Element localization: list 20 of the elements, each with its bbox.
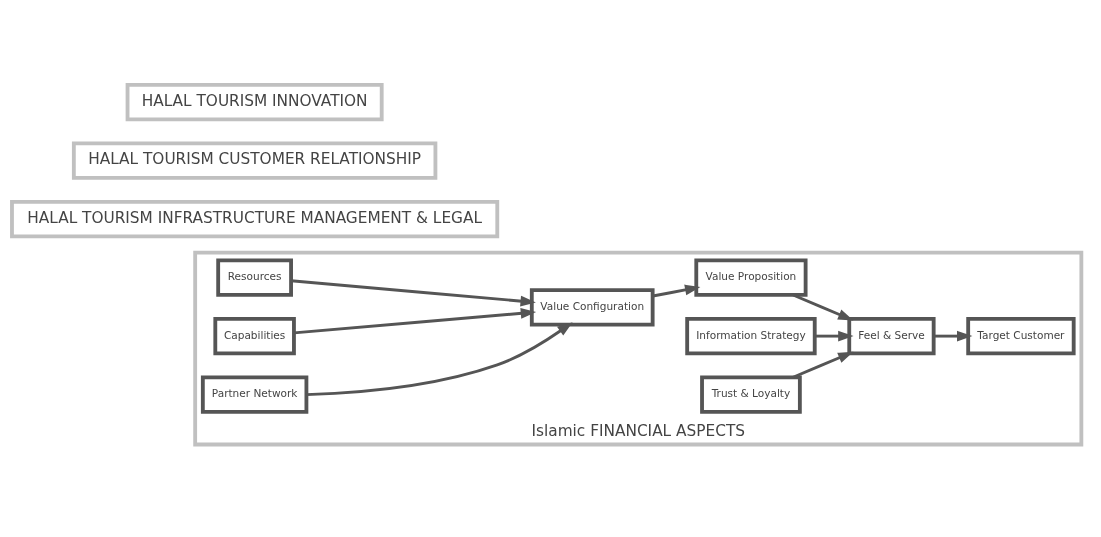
node-box: Trust & Loyalty: [700, 375, 802, 414]
arrow: [293, 308, 537, 335]
arrow: [291, 279, 536, 307]
arrow: [792, 351, 854, 379]
node-box: Resources: [216, 258, 293, 297]
node-box: Target Customer: [966, 316, 1076, 356]
arrow: [933, 330, 973, 342]
node-box: Partner Network: [200, 375, 309, 414]
arrow: [306, 322, 573, 396]
node-box: HALAL TOURISM INNOVATION: [125, 82, 384, 122]
node-box: Information Strategy: [685, 316, 817, 356]
node-box: Capabilities: [213, 316, 296, 356]
node-box: HALAL TOURISM CUSTOMER RELATIONSHIP: [71, 141, 438, 180]
node-box: Feel & Serve: [847, 316, 936, 356]
node-box: HALAL TOURISM INFRASTRUCTURE MANAGEMENT & LEGAL: [10, 199, 500, 239]
arrow: [792, 293, 854, 321]
arrow: [815, 330, 854, 342]
arrow: [652, 284, 701, 298]
node-box: Value Configuration: [529, 288, 655, 327]
node-box: Value Proposition: [694, 258, 808, 297]
